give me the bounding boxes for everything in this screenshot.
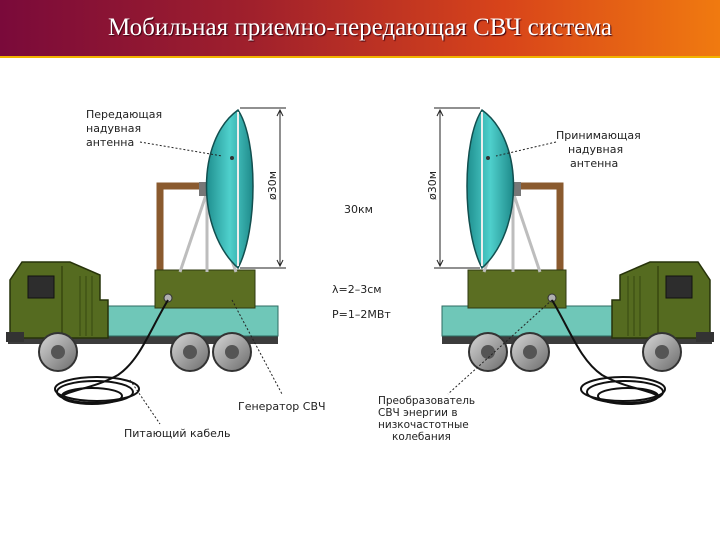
converter-port (547, 293, 557, 303)
microwave-system-diagram: Передающая надувная антенна Принимающая … (6, 107, 714, 443)
transmit-antenna-label-1: Передающая (86, 108, 162, 121)
converter-label-4: колебания (392, 431, 451, 443)
right-diameter-label: ø30м (426, 171, 439, 200)
output-cable (551, 299, 666, 405)
right-platform (441, 305, 613, 337)
left-cab-window (27, 275, 55, 299)
distance-label: 30км (344, 203, 373, 216)
generator-box (154, 269, 256, 309)
transmit-dish (205, 108, 254, 270)
transmitter-truck (6, 108, 279, 405)
left-cab (9, 261, 109, 339)
left-platform (107, 305, 279, 337)
left-wheels (38, 332, 252, 372)
right-diameter-dimension (434, 107, 480, 269)
left-diameter-label: ø30м (266, 171, 279, 200)
transmit-antenna-label-2: надувная (86, 122, 141, 135)
converter-label-3: низкочастотные (378, 419, 469, 431)
left-diameter-dimension (240, 107, 286, 269)
receive-antenna-label-1: Принимающая (556, 129, 641, 142)
power-cable (54, 299, 169, 405)
wavelength-label: λ=2–3см (332, 283, 382, 296)
converter-label-1: Преобразователь (378, 395, 475, 407)
right-mast (510, 182, 564, 272)
transmit-antenna-label-3: антенна (86, 136, 134, 149)
slide-title: Мобильная приемно-передающая СВЧ система (108, 14, 612, 41)
receive-antenna-label-2: надувная (568, 143, 623, 156)
generator-port (163, 293, 173, 303)
title-bar (0, 0, 720, 58)
right-cab (611, 261, 711, 339)
leader-lines (129, 141, 557, 425)
right-wheels (468, 332, 682, 372)
right-cab-window (665, 275, 693, 299)
receive-dish (466, 108, 515, 270)
converter-label-2: СВЧ энергии в (378, 407, 458, 419)
generator-label: Генератор СВЧ (238, 400, 326, 413)
power-label: P=1–2МВт (332, 308, 391, 321)
receive-antenna-label-3: антенна (570, 157, 618, 170)
cable-label: Питающий кабель (124, 427, 230, 440)
receiver-truck (441, 108, 714, 405)
left-mast (156, 182, 210, 272)
